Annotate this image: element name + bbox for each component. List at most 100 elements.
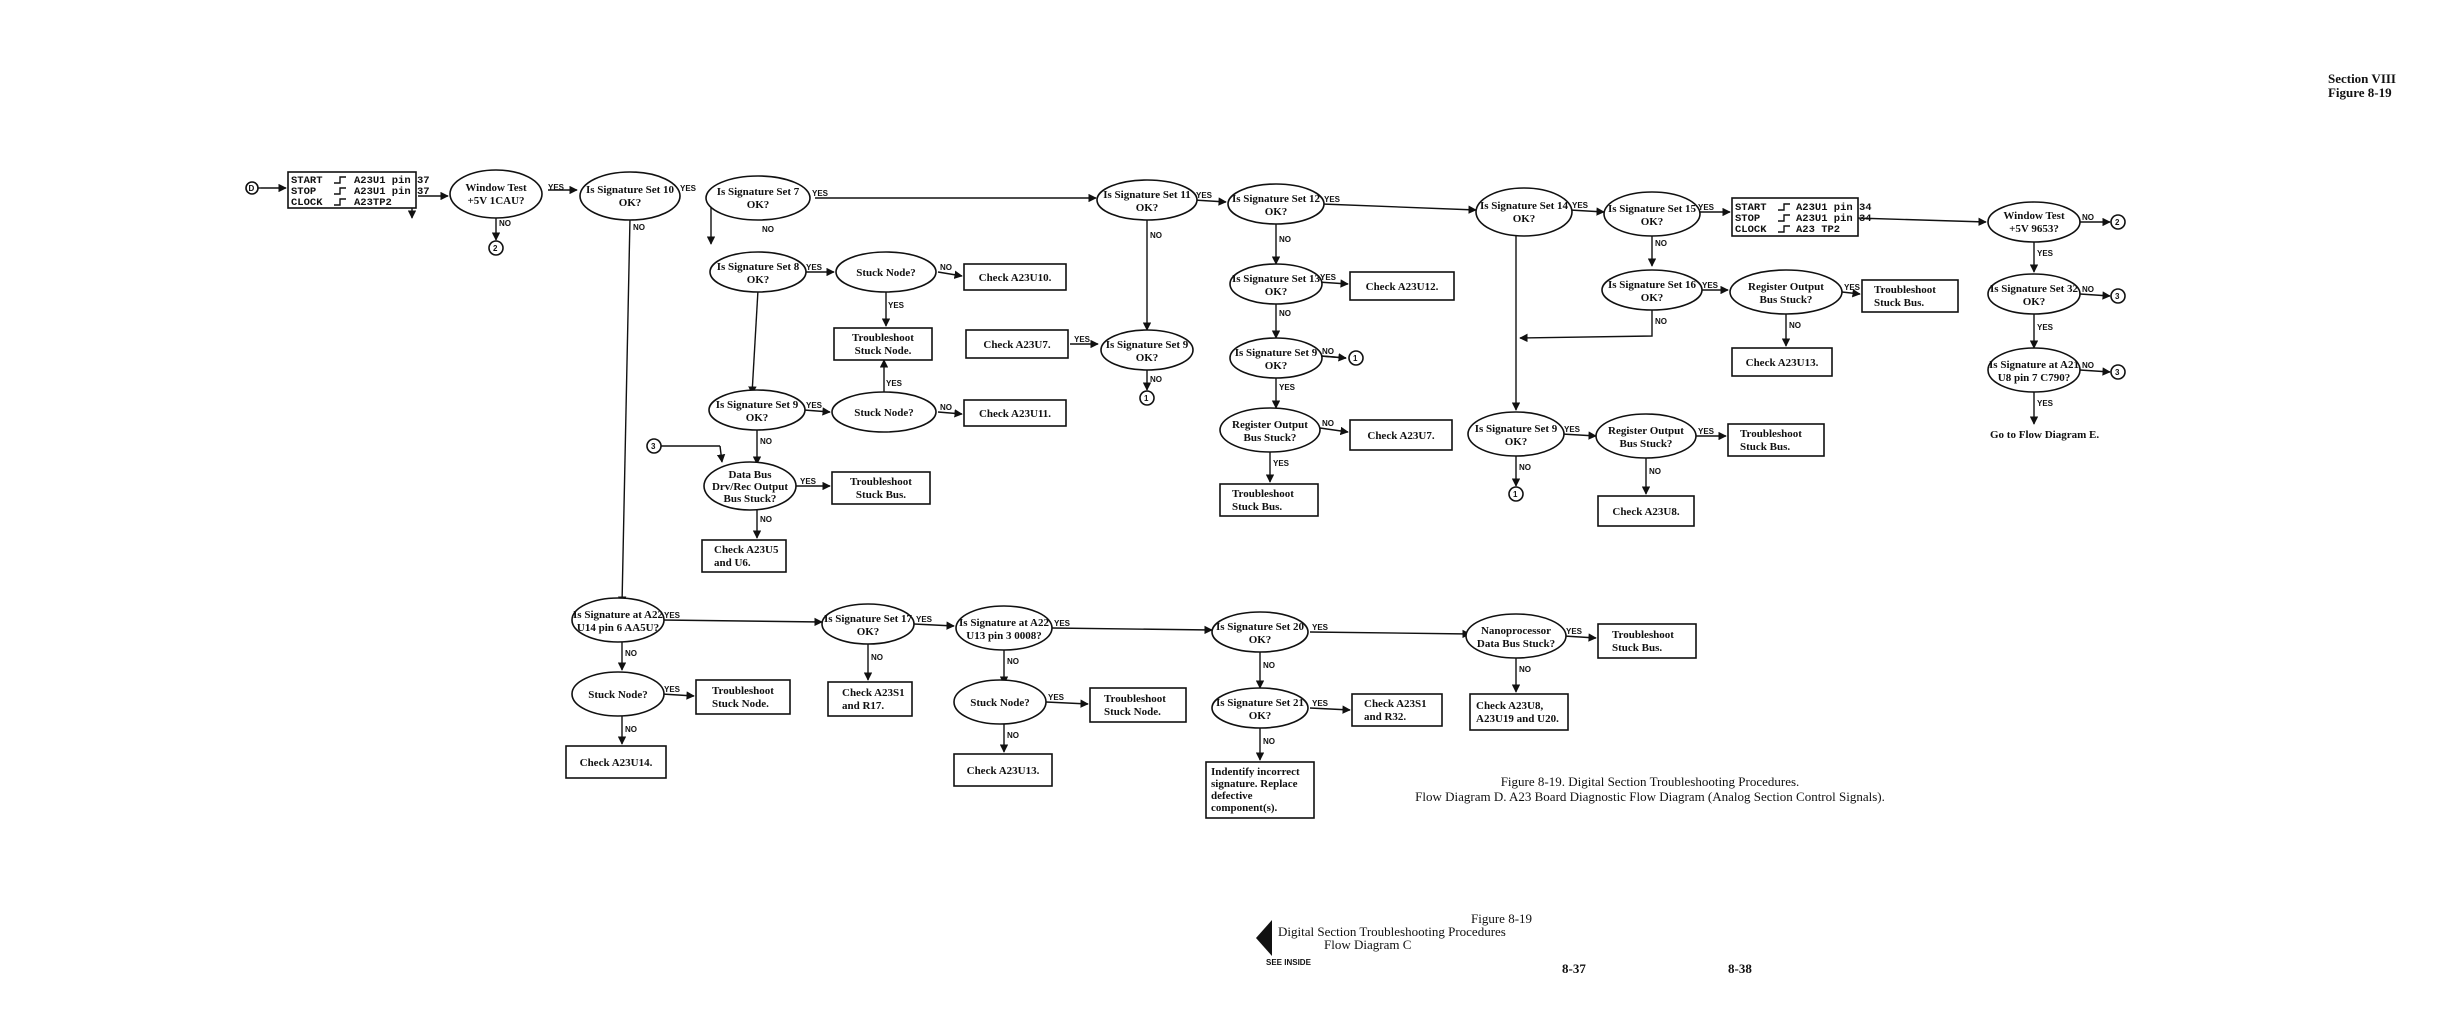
stop-label: STOP	[291, 186, 316, 198]
rising-edge-icon	[1778, 225, 1790, 233]
no-label: NO	[1150, 375, 1162, 384]
yes-label: YES	[2037, 399, 2054, 408]
yes-label: YES	[888, 301, 905, 310]
yes-label: YES	[1702, 281, 1719, 290]
signature-set-8	[709, 251, 807, 293]
page-number-right: 8-38	[1728, 961, 1752, 976]
yes-label: YES	[886, 379, 903, 388]
connector-d	[245, 181, 259, 195]
signature-set-7	[705, 175, 811, 221]
yes-label: YES	[916, 615, 933, 624]
nanoprocessor-bus	[1465, 613, 1567, 659]
yes-label: YES	[1279, 383, 1296, 392]
connector-d-label: D	[249, 184, 255, 193]
connector-3b-label: 3	[2115, 292, 2120, 301]
ts-bus1-line1: Troubleshoot	[850, 476, 912, 488]
stuck-node-3	[571, 671, 665, 717]
check-a23u7-box-a	[965, 329, 1069, 359]
connector-3c	[2110, 364, 2126, 380]
sig21-line1: Is Signature Set 21	[1216, 697, 1304, 709]
fold-tab-arrow-icon	[1256, 920, 1272, 956]
identify-line3: defective	[1211, 790, 1253, 802]
register-output-2	[1729, 269, 1843, 315]
stuck-node-1	[835, 251, 937, 293]
no-label: NO	[1655, 317, 1667, 326]
sig20-line1: Is Signature Set 20	[1216, 621, 1305, 633]
check-u8b-line1: Check A23U8,	[1476, 700, 1543, 712]
reg-out2-line2: Bus Stuck?	[1760, 294, 1813, 306]
check-u8b-line2: A23U19 and U20.	[1476, 713, 1559, 725]
no-label: NO	[1279, 309, 1291, 318]
signature-at-a21	[1987, 347, 2081, 393]
no-label: NO	[1150, 231, 1162, 240]
check-a23u13-box	[1731, 347, 1833, 377]
ts-stuck3-line2: Stuck Node.	[712, 698, 769, 710]
no-label: NO	[1007, 657, 1019, 666]
reg-out3-line2: Bus Stuck?	[1620, 438, 1673, 450]
yes-label: YES	[1324, 195, 1341, 204]
no-label: NO	[1007, 731, 1019, 740]
signature-set-21	[1211, 687, 1309, 729]
check-u14-line1: Check A23U14.	[580, 757, 653, 769]
yes-label: YES	[1048, 693, 1065, 702]
sig13-line2: OK?	[1265, 286, 1288, 298]
window-test-1	[449, 169, 543, 219]
start-label: START	[291, 175, 323, 187]
caption-line-2: Flow Diagram D. A23 Board Diagnostic Flo…	[1415, 789, 1885, 804]
sig9d-line1: Is Signature Set 9	[1475, 423, 1558, 435]
yes-label: YES	[1312, 699, 1329, 708]
check-u8-line1: Check A23U8.	[1612, 506, 1679, 518]
sig10-line2: OK?	[619, 197, 642, 209]
sig21-line2: OK?	[1249, 710, 1272, 722]
sig9b-line2: OK?	[1136, 352, 1159, 364]
sig13-line1: Is Signature Set 13	[1232, 273, 1321, 285]
yes-label: YES	[1566, 627, 1583, 636]
clock2-label: CLOCK	[1735, 224, 1767, 236]
sig15-line1: Is Signature Set 15	[1608, 203, 1697, 215]
no-label: NO	[1789, 321, 1801, 330]
start2-label: START	[1735, 202, 1767, 214]
sig14-line1: Is Signature Set 14	[1480, 200, 1569, 212]
fold-tab-figure: Figure 8-19	[1471, 911, 1533, 926]
signature-at-a22-u14	[571, 597, 665, 643]
data-bus-line2: Drv/Rec Output	[712, 481, 788, 493]
signature-set-13	[1229, 263, 1323, 305]
yes-label: YES	[800, 477, 817, 486]
start-stop-clock-box-1	[287, 171, 417, 209]
fold-tab: Figure 8-19 Digital Section Troubleshoot…	[1256, 912, 1576, 951]
troubleshoot-stuck-bus-1	[831, 471, 931, 505]
stop-value: A23U1 pin 37	[354, 186, 430, 198]
yes-label: YES	[1054, 619, 1071, 628]
check-u13b-line1: Check A23U13.	[967, 765, 1040, 777]
yes-label: YES	[1074, 335, 1091, 344]
nanoproc-line2: Data Bus Stuck?	[1477, 638, 1555, 650]
stop2-value: A23U1 pin 34	[1796, 213, 1872, 225]
yes-label: YES	[680, 184, 697, 193]
ts-stuck4-line2: Stuck Node.	[1104, 706, 1161, 718]
ts-stuck4-line1: Troubleshoot	[1104, 693, 1166, 705]
ts-bus5-line1: Troubleshoot	[1612, 629, 1674, 641]
reg-out2-line1: Register Output	[1748, 281, 1824, 293]
troubleshoot-stuck-bus-2	[1219, 483, 1319, 517]
check-a23s1-box-b	[1351, 693, 1443, 727]
connector-3a	[646, 438, 662, 454]
ts-bus3-line2: Stuck Bus.	[1874, 297, 1924, 309]
no-label: NO	[760, 437, 772, 446]
no-label: NO	[871, 653, 883, 662]
sig9b-line1: Is Signature Set 9	[1106, 339, 1189, 351]
yes-label: YES	[2037, 249, 2054, 258]
nanoproc-line1: Nanoprocessor	[1481, 625, 1551, 637]
sig-a22a-line2: U14 pin 6 AA5U?	[577, 622, 659, 634]
yes-label: YES	[1320, 273, 1337, 282]
check-u11-line1: Check A23U11.	[979, 408, 1051, 420]
stuck2-line1: Stuck Node?	[854, 407, 914, 419]
troubleshoot-stuck-node-3	[695, 679, 791, 715]
no-label: NO	[762, 225, 774, 234]
troubleshoot-stuck-node-4	[1089, 687, 1187, 723]
check-a23u7-box-b	[1349, 419, 1453, 451]
check-u13-line1: Check A23U13.	[1746, 357, 1819, 369]
yes-label: YES	[1698, 427, 1715, 436]
sig20-line2: OK?	[1249, 634, 1272, 646]
check-a23u11-box	[963, 399, 1067, 427]
sig7-line2: OK?	[747, 199, 770, 211]
